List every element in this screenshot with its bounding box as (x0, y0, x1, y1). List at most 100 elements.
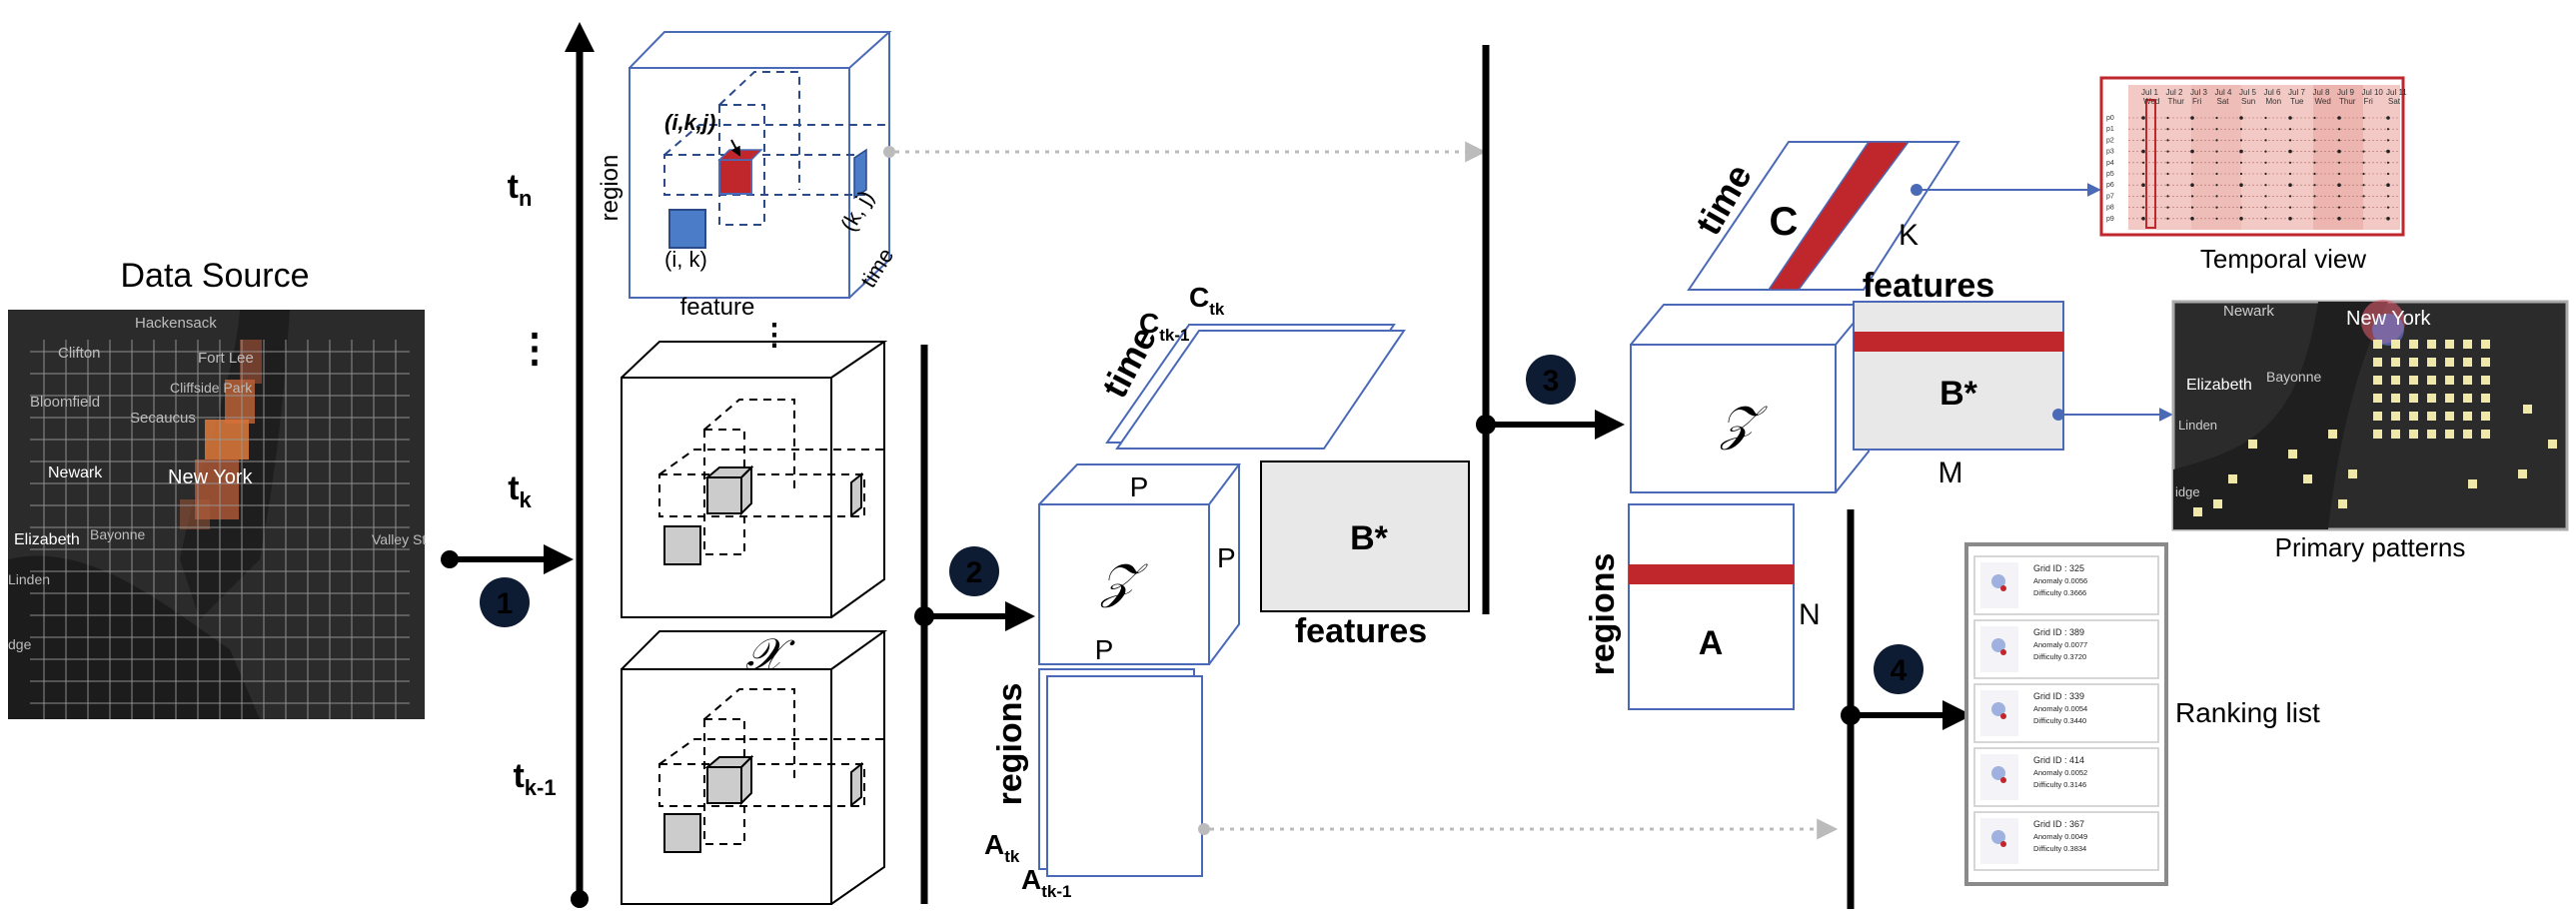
step-number: 1 (497, 587, 514, 620)
axis-feature: feature (680, 294, 755, 321)
map-label: Hackensack (135, 315, 217, 332)
pattern-cell (2303, 474, 2312, 483)
tv-date: Jul 2 (2166, 88, 2183, 97)
ranking-difficulty: Difficulty 0.3720 (2033, 652, 2086, 661)
pattern-cell (2481, 358, 2490, 367)
dotted-link-top (883, 141, 1487, 163)
tv-row-label: p8 (2106, 205, 2114, 212)
tv-day: Wed (2315, 97, 2331, 106)
pp-label: New York (2346, 308, 2431, 330)
step-badge (1526, 355, 1576, 405)
pattern-cell (2427, 394, 2436, 403)
step-badge (1874, 644, 1924, 694)
pattern-cell (2409, 430, 2418, 439)
b-star-label-2: B* (1350, 519, 1389, 557)
tv-row-label: p6 (2106, 182, 2114, 189)
primary-patterns-caption: Primary patterns (2275, 532, 2466, 562)
blue-connectors (1911, 183, 2173, 422)
p-right: P (1217, 542, 1236, 573)
map-grid (30, 340, 410, 719)
map-labels: Hackensack Clifton Fort Lee Bloomfield C… (8, 315, 426, 652)
ranking-grid: Grid ID : 367 (2033, 819, 2084, 829)
pattern-cell (2481, 412, 2490, 421)
tv-date: Jul 10 (2362, 88, 2384, 97)
label-kj: (k, j) (835, 186, 878, 236)
tv-row-label: p3 (2106, 149, 2114, 156)
step-2-axis: 2 (914, 345, 1035, 904)
p-top: P (1130, 471, 1149, 502)
cell-ik (668, 209, 706, 249)
pattern-cell (2373, 412, 2382, 421)
pattern-cell (2445, 376, 2454, 385)
tv-date: Jul 9 (2337, 88, 2354, 97)
features-label-2: features (1295, 612, 1427, 650)
tv-date: Jul 5 (2239, 88, 2256, 97)
time-axis: tn ⋮ tk tk-1 (508, 22, 595, 908)
pattern-cell (2409, 412, 2418, 421)
pp-label: idge (2175, 484, 2200, 499)
pattern-cell (2463, 412, 2472, 421)
pattern-cell (2427, 430, 2436, 439)
pattern-cell (2373, 340, 2382, 349)
data-source-panel: Data Source Hackensack Clifton Fort Lee … (8, 257, 426, 719)
ranking-grid: Grid ID : 325 (2033, 563, 2084, 573)
a-tk1-label: Atk-1 (1021, 864, 1071, 901)
c-slice-3 (1687, 141, 1960, 291)
n-label: N (1799, 598, 1821, 631)
pattern-cell (2445, 412, 2454, 421)
pattern-cell (2445, 358, 2454, 367)
tv-row-label: p0 (2106, 115, 2114, 122)
tv-day: Fri (2364, 97, 2374, 106)
pattern-cell (2463, 430, 2472, 439)
pattern-cell (2373, 430, 2382, 439)
tv-date: Jul 8 (2313, 88, 2330, 97)
pattern-cell (2445, 430, 2454, 439)
pattern-cell (2391, 358, 2400, 367)
pattern-cell (2328, 430, 2337, 439)
tv-day: Tue (2290, 97, 2304, 106)
pattern-cell (2427, 412, 2436, 421)
t-n-label: tn (508, 168, 533, 211)
tv-day: Fri (2192, 97, 2202, 106)
tv-date: Jul 3 (2190, 88, 2207, 97)
t-k1-label: tk-1 (513, 757, 556, 800)
tv-day: Mon (2266, 97, 2282, 106)
pattern-cell (2391, 430, 2400, 439)
pattern-cell (2409, 376, 2418, 385)
step-badge (480, 577, 530, 627)
ranking-grid: Grid ID : 414 (2033, 755, 2084, 765)
dotted-link-bottom (1198, 818, 1839, 840)
pattern-cell (2518, 469, 2527, 478)
map-label: dge (8, 636, 32, 652)
step-4-axis: 4 (1841, 509, 1972, 909)
p-bottom: P (1095, 634, 1114, 665)
tv-day: Wed (2143, 97, 2159, 106)
pattern-cell (2481, 430, 2490, 439)
c-label-3: C (1770, 200, 1799, 244)
pattern-cell (2373, 376, 2382, 385)
step-1-arrow: 1 (441, 544, 574, 627)
pattern-cell (2391, 394, 2400, 403)
step-number: 2 (966, 556, 983, 589)
pp-label: Bayonne (2266, 369, 2321, 385)
t-k-label: tk (508, 469, 532, 512)
a-tk-label: Atk (984, 829, 1020, 866)
map-label: Linden (8, 571, 50, 587)
map-label: Newark (48, 464, 103, 481)
step-badge (949, 546, 999, 596)
pattern-cell (2391, 412, 2400, 421)
regions-label-2: regions (991, 683, 1029, 806)
ranking-caption: Ranking list (2175, 697, 2320, 728)
label-ik: (i, k) (664, 247, 707, 272)
tensor-tk (621, 341, 888, 618)
pp-label: Linden (2178, 418, 2217, 433)
tv-row-label: p7 (2106, 193, 2114, 200)
tv-date: Jul 11 (2386, 88, 2407, 97)
